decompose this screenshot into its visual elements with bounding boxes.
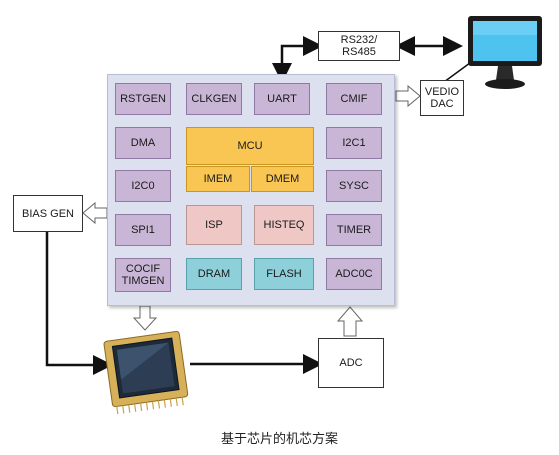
- adc-box: ADC: [318, 338, 384, 388]
- mcu-block: MCU: [186, 127, 314, 165]
- dram-block: DRAM: [186, 258, 242, 290]
- chip-dac-arrow: [395, 84, 421, 108]
- clkgen-block: CLKGEN: [186, 83, 242, 115]
- uart-rs-link: [272, 36, 323, 83]
- vedio-label: VEDIO: [424, 86, 460, 98]
- adc-chip-arrow: [336, 306, 364, 337]
- sysc-block: SYSC: [326, 170, 382, 202]
- dmem-block: DMEM: [251, 166, 314, 192]
- cocif-label: COCIF: [125, 263, 161, 275]
- rs485-label: RS485: [342, 46, 376, 58]
- chip-sensor-arrow: [132, 305, 158, 331]
- rs232-label: RS232/: [340, 34, 378, 46]
- sensor-chip-icon: [103, 330, 189, 414]
- i2c0-block: I2C0: [115, 170, 171, 202]
- rstgen-block: RSTGEN: [115, 83, 171, 115]
- chip-bias-arrow: [82, 201, 108, 225]
- bias-sensor-link: [45, 232, 113, 375]
- isp-block: ISP: [186, 205, 242, 245]
- dma-block: DMA: [115, 127, 171, 159]
- imem-block: IMEM: [186, 166, 250, 192]
- spi1-block: SPI1: [115, 214, 171, 246]
- bias-gen-box: BIAS GEN: [13, 195, 83, 232]
- vedio-dac-box: VEDIO DAC: [420, 80, 464, 116]
- cocif-timgen-block: COCIF TIMGEN: [115, 258, 171, 292]
- rs232-rs485-box: RS232/ RS485: [318, 31, 400, 61]
- timgen-label: TIMGEN: [121, 275, 165, 287]
- timer-block: TIMER: [326, 214, 382, 246]
- figure-caption: 基于芯片的机芯方案: [220, 432, 338, 447]
- uart-block: UART: [254, 83, 310, 115]
- monitor-icon: [468, 16, 542, 89]
- dac-label: DAC: [430, 98, 454, 110]
- cmif-block: CMIF: [326, 83, 382, 115]
- flash-block: FLASH: [254, 258, 314, 290]
- histeq-block: HISTEQ: [254, 205, 314, 245]
- adc0c-block: ADC0C: [326, 258, 382, 290]
- i2c1-block: I2C1: [326, 127, 382, 159]
